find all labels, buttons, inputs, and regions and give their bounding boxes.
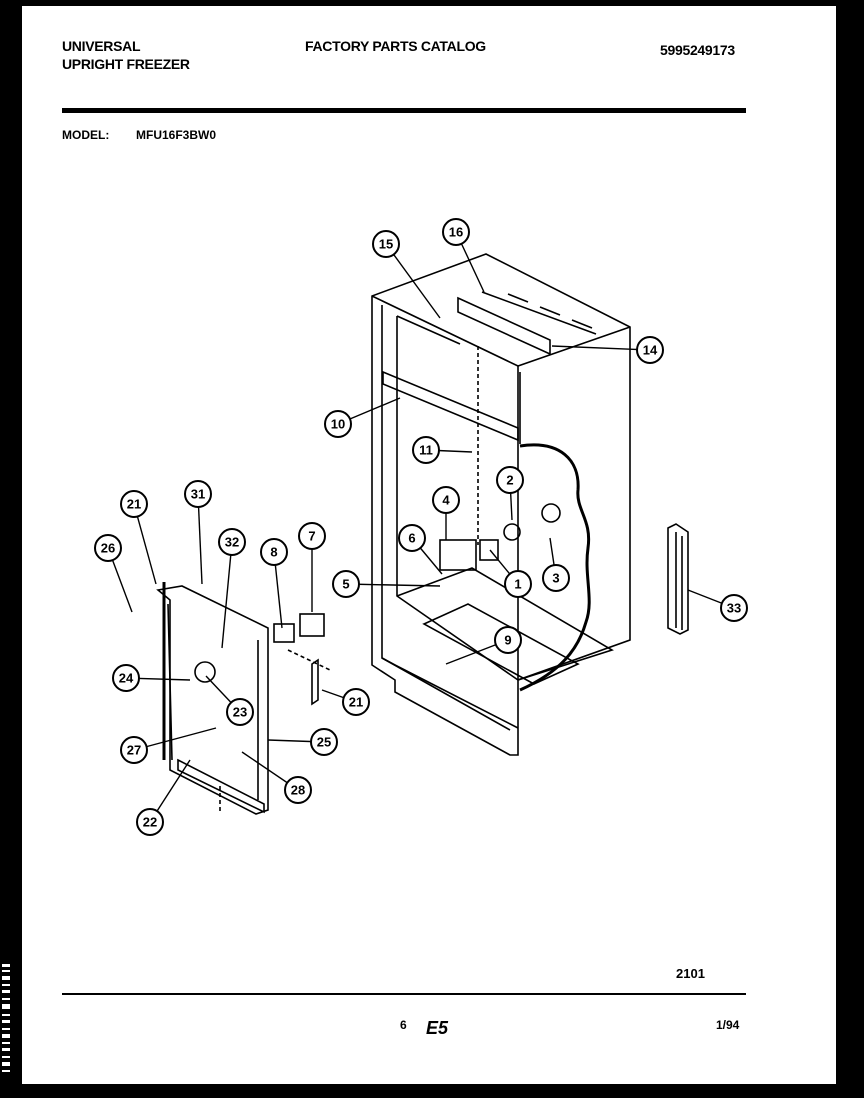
svg-text:27: 27 [127,743,141,758]
callout-3: 3 [542,564,570,592]
svg-text:21: 21 [349,695,363,710]
svg-text:28: 28 [291,783,305,798]
callout-31: 31 [184,480,212,508]
svg-text:23: 23 [233,705,247,720]
callout-1: 1 [504,570,532,598]
callout-8: 8 [260,538,288,566]
svg-text:26: 26 [101,541,115,556]
callout-23: 23 [226,698,254,726]
svg-text:16: 16 [449,225,463,240]
callout-5: 5 [332,570,360,598]
figure-number: 2101 [676,966,705,981]
svg-text:22: 22 [143,815,157,830]
svg-text:1: 1 [514,577,521,592]
callout-21-bottom: 21 [342,688,370,716]
svg-text:15: 15 [379,237,393,252]
model-label: MODEL: [62,128,110,142]
callout-26: 26 [94,534,122,562]
callout-33: 33 [720,594,748,622]
catalog-page [22,6,836,1084]
callout-6: 6 [398,524,426,552]
side-barcode [2,964,10,1072]
svg-text:4: 4 [442,493,450,508]
callout-21-top: 21 [120,490,148,518]
svg-text:6: 6 [408,531,415,546]
section-code: E5 [426,1018,449,1038]
header-rule [62,108,746,113]
callout-32: 32 [218,528,246,556]
svg-text:32: 32 [225,535,239,550]
callout-25: 25 [310,728,338,756]
callout-4: 4 [432,486,460,514]
callout-16: 16 [442,218,470,246]
callout-14: 14 [636,336,664,364]
svg-text:2: 2 [506,473,513,488]
model-value: MFU16F3BW0 [136,128,217,142]
callout-2: 2 [496,466,524,494]
callout-15: 15 [372,230,400,258]
svg-text:33: 33 [727,601,741,616]
svg-text:8: 8 [270,545,277,560]
callout-10: 10 [324,410,352,438]
callout-28: 28 [284,776,312,804]
svg-text:31: 31 [191,487,205,502]
page-number: 6 [400,1018,407,1032]
svg-text:24: 24 [119,671,134,686]
brand-line-2: UPRIGHT FREEZER [62,56,190,72]
svg-text:21: 21 [127,497,141,512]
svg-text:7: 7 [308,529,315,544]
brand-line-1: UNIVERSAL [62,38,141,54]
catalog-title: FACTORY PARTS CATALOG [305,38,486,54]
footer-rule [62,993,746,995]
svg-text:9: 9 [504,633,511,648]
publication-date: 1/94 [716,1018,740,1032]
svg-text:11: 11 [419,443,433,458]
catalog-part-number: 5995249173 [660,42,735,58]
svg-text:10: 10 [331,417,345,432]
svg-text:14: 14 [643,343,658,358]
svg-text:3: 3 [552,571,559,586]
callout-7: 7 [298,522,326,550]
callout-9: 9 [494,626,522,654]
callout-24: 24 [112,664,140,692]
callout-11: 11 [412,436,440,464]
callout-27: 27 [120,736,148,764]
svg-text:5: 5 [342,577,349,592]
svg-text:25: 25 [317,735,331,750]
callout-22: 22 [136,808,164,836]
